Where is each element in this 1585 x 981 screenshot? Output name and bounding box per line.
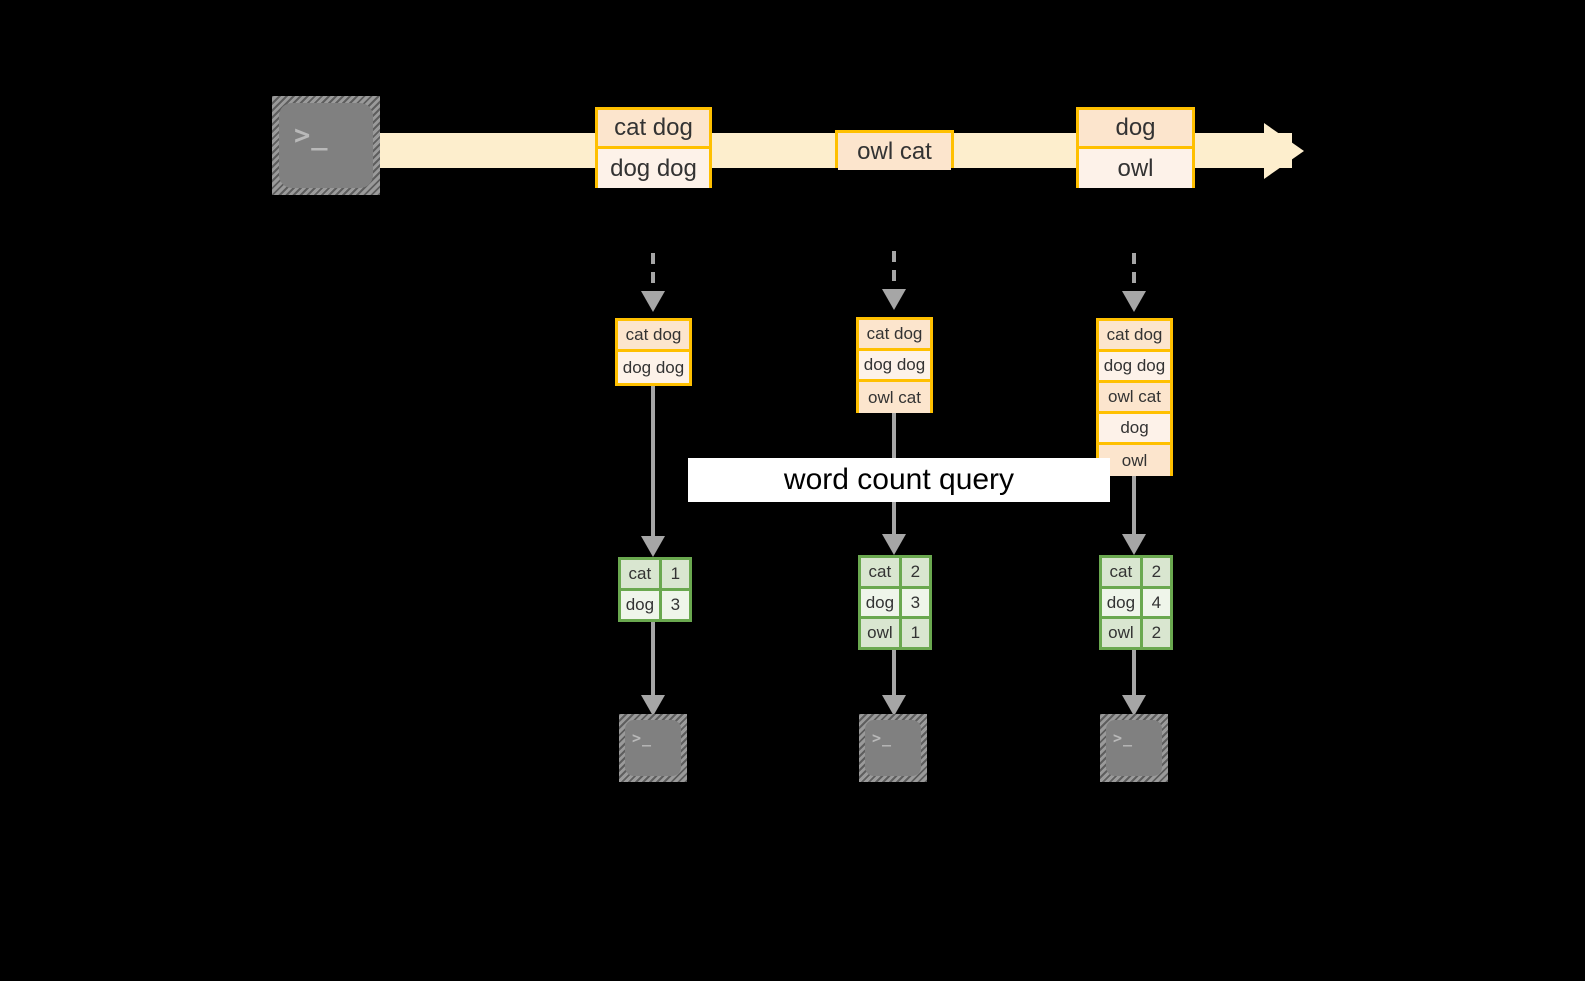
sink-connector-arrowhead-3 — [1122, 695, 1146, 716]
result-row: cat 2 — [861, 558, 929, 589]
query-banner: word count query — [688, 458, 1110, 502]
snapshot-row: cat dog — [1099, 321, 1170, 352]
result-row: dog 4 — [1102, 588, 1170, 620]
sink-connector-2 — [892, 650, 896, 698]
result-word: dog — [861, 588, 902, 617]
terminal-prompt-glyph: >_ — [632, 729, 653, 747]
terminal-screen — [1106, 720, 1162, 776]
snapshot-row: cat dog — [618, 321, 689, 352]
result-row: dog 3 — [621, 591, 689, 619]
snapshot-table-3[interactable]: cat dog dog dog owl cat dog owl — [1096, 318, 1173, 476]
result-table-1[interactable]: cat 1 dog 3 — [618, 557, 692, 622]
result-word: cat — [1102, 558, 1143, 586]
result-count: 1 — [661, 560, 689, 588]
sink-terminal-icon-1[interactable]: >_ — [619, 714, 687, 782]
terminal-prompt-glyph: >_ — [872, 729, 893, 747]
result-count: 2 — [901, 558, 929, 586]
stream-event-line: dog — [1079, 110, 1192, 149]
terminal-screen — [865, 720, 921, 776]
trigger-connector-1 — [651, 253, 655, 293]
result-word: dog — [621, 591, 662, 619]
terminal-prompt-glyph: >_ — [1113, 729, 1134, 747]
result-count: 2 — [1142, 558, 1170, 586]
result-row: cat 1 — [621, 560, 689, 591]
stream-event-group-2[interactable]: owl cat — [835, 130, 954, 170]
query-connector-3 — [1132, 476, 1136, 537]
sink-connector-3 — [1132, 650, 1136, 698]
result-word: owl — [861, 619, 902, 648]
terminal-screen — [279, 103, 373, 188]
trigger-connector-arrowhead-3 — [1122, 291, 1146, 312]
snapshot-row: owl cat — [1099, 383, 1170, 414]
query-connector-arrowhead-2 — [882, 534, 906, 555]
trigger-connector-3 — [1132, 253, 1136, 293]
query-banner-label: word count query — [783, 463, 1015, 496]
result-count: 3 — [661, 591, 689, 619]
query-connector-arrowhead-1 — [641, 536, 665, 557]
snapshot-row: dog — [1099, 414, 1170, 445]
snapshot-row: dog dog — [1099, 352, 1170, 383]
result-table-2[interactable]: cat 2 dog 3 owl 1 — [858, 555, 932, 650]
result-word: dog — [1102, 588, 1143, 617]
result-count: 1 — [901, 619, 929, 648]
result-count: 4 — [1142, 588, 1170, 617]
snapshot-row: owl cat — [859, 382, 930, 413]
sink-terminal-icon-2[interactable]: >_ — [859, 714, 927, 782]
sink-connector-1 — [651, 622, 655, 698]
snapshot-row: cat dog — [859, 320, 930, 351]
snapshot-table-2[interactable]: cat dog dog dog owl cat — [856, 317, 933, 413]
stream-event-group-3[interactable]: dog owl — [1076, 107, 1195, 188]
sink-connector-arrowhead-2 — [882, 695, 906, 716]
snapshot-table-1[interactable]: cat dog dog dog — [615, 318, 692, 386]
query-connector-1 — [651, 386, 655, 539]
stream-event-line: cat dog — [598, 110, 709, 149]
stream-event-line: owl cat — [838, 133, 951, 170]
snapshot-row: owl — [1099, 445, 1170, 476]
result-count: 2 — [1142, 619, 1170, 648]
trigger-connector-2 — [892, 251, 896, 291]
stream-event-line: dog dog — [598, 149, 709, 188]
stream-event-line: owl — [1079, 149, 1192, 188]
stream-event-group-1[interactable]: cat dog dog dog — [595, 107, 712, 188]
result-table-3[interactable]: cat 2 dog 4 owl 2 — [1099, 555, 1173, 650]
terminal-screen — [625, 720, 681, 776]
result-count: 3 — [901, 588, 929, 617]
result-row: owl 1 — [861, 619, 929, 648]
result-row: cat 2 — [1102, 558, 1170, 589]
sink-connector-arrowhead-1 — [641, 695, 665, 716]
trigger-connector-arrowhead-2 — [882, 289, 906, 310]
terminal-prompt-glyph: >_ — [294, 120, 329, 151]
result-word: cat — [621, 560, 662, 588]
result-word: cat — [861, 558, 902, 586]
result-row: owl 2 — [1102, 619, 1170, 648]
query-connector-arrowhead-3 — [1122, 534, 1146, 555]
result-row: dog 3 — [861, 588, 929, 620]
sink-terminal-icon-3[interactable]: >_ — [1100, 714, 1168, 782]
result-word: owl — [1102, 619, 1143, 648]
stream-arrowhead — [1264, 123, 1304, 179]
trigger-connector-arrowhead-1 — [641, 291, 665, 312]
source-terminal-icon[interactable]: >_ — [272, 96, 380, 195]
snapshot-row: dog dog — [618, 352, 689, 383]
snapshot-row: dog dog — [859, 351, 930, 382]
